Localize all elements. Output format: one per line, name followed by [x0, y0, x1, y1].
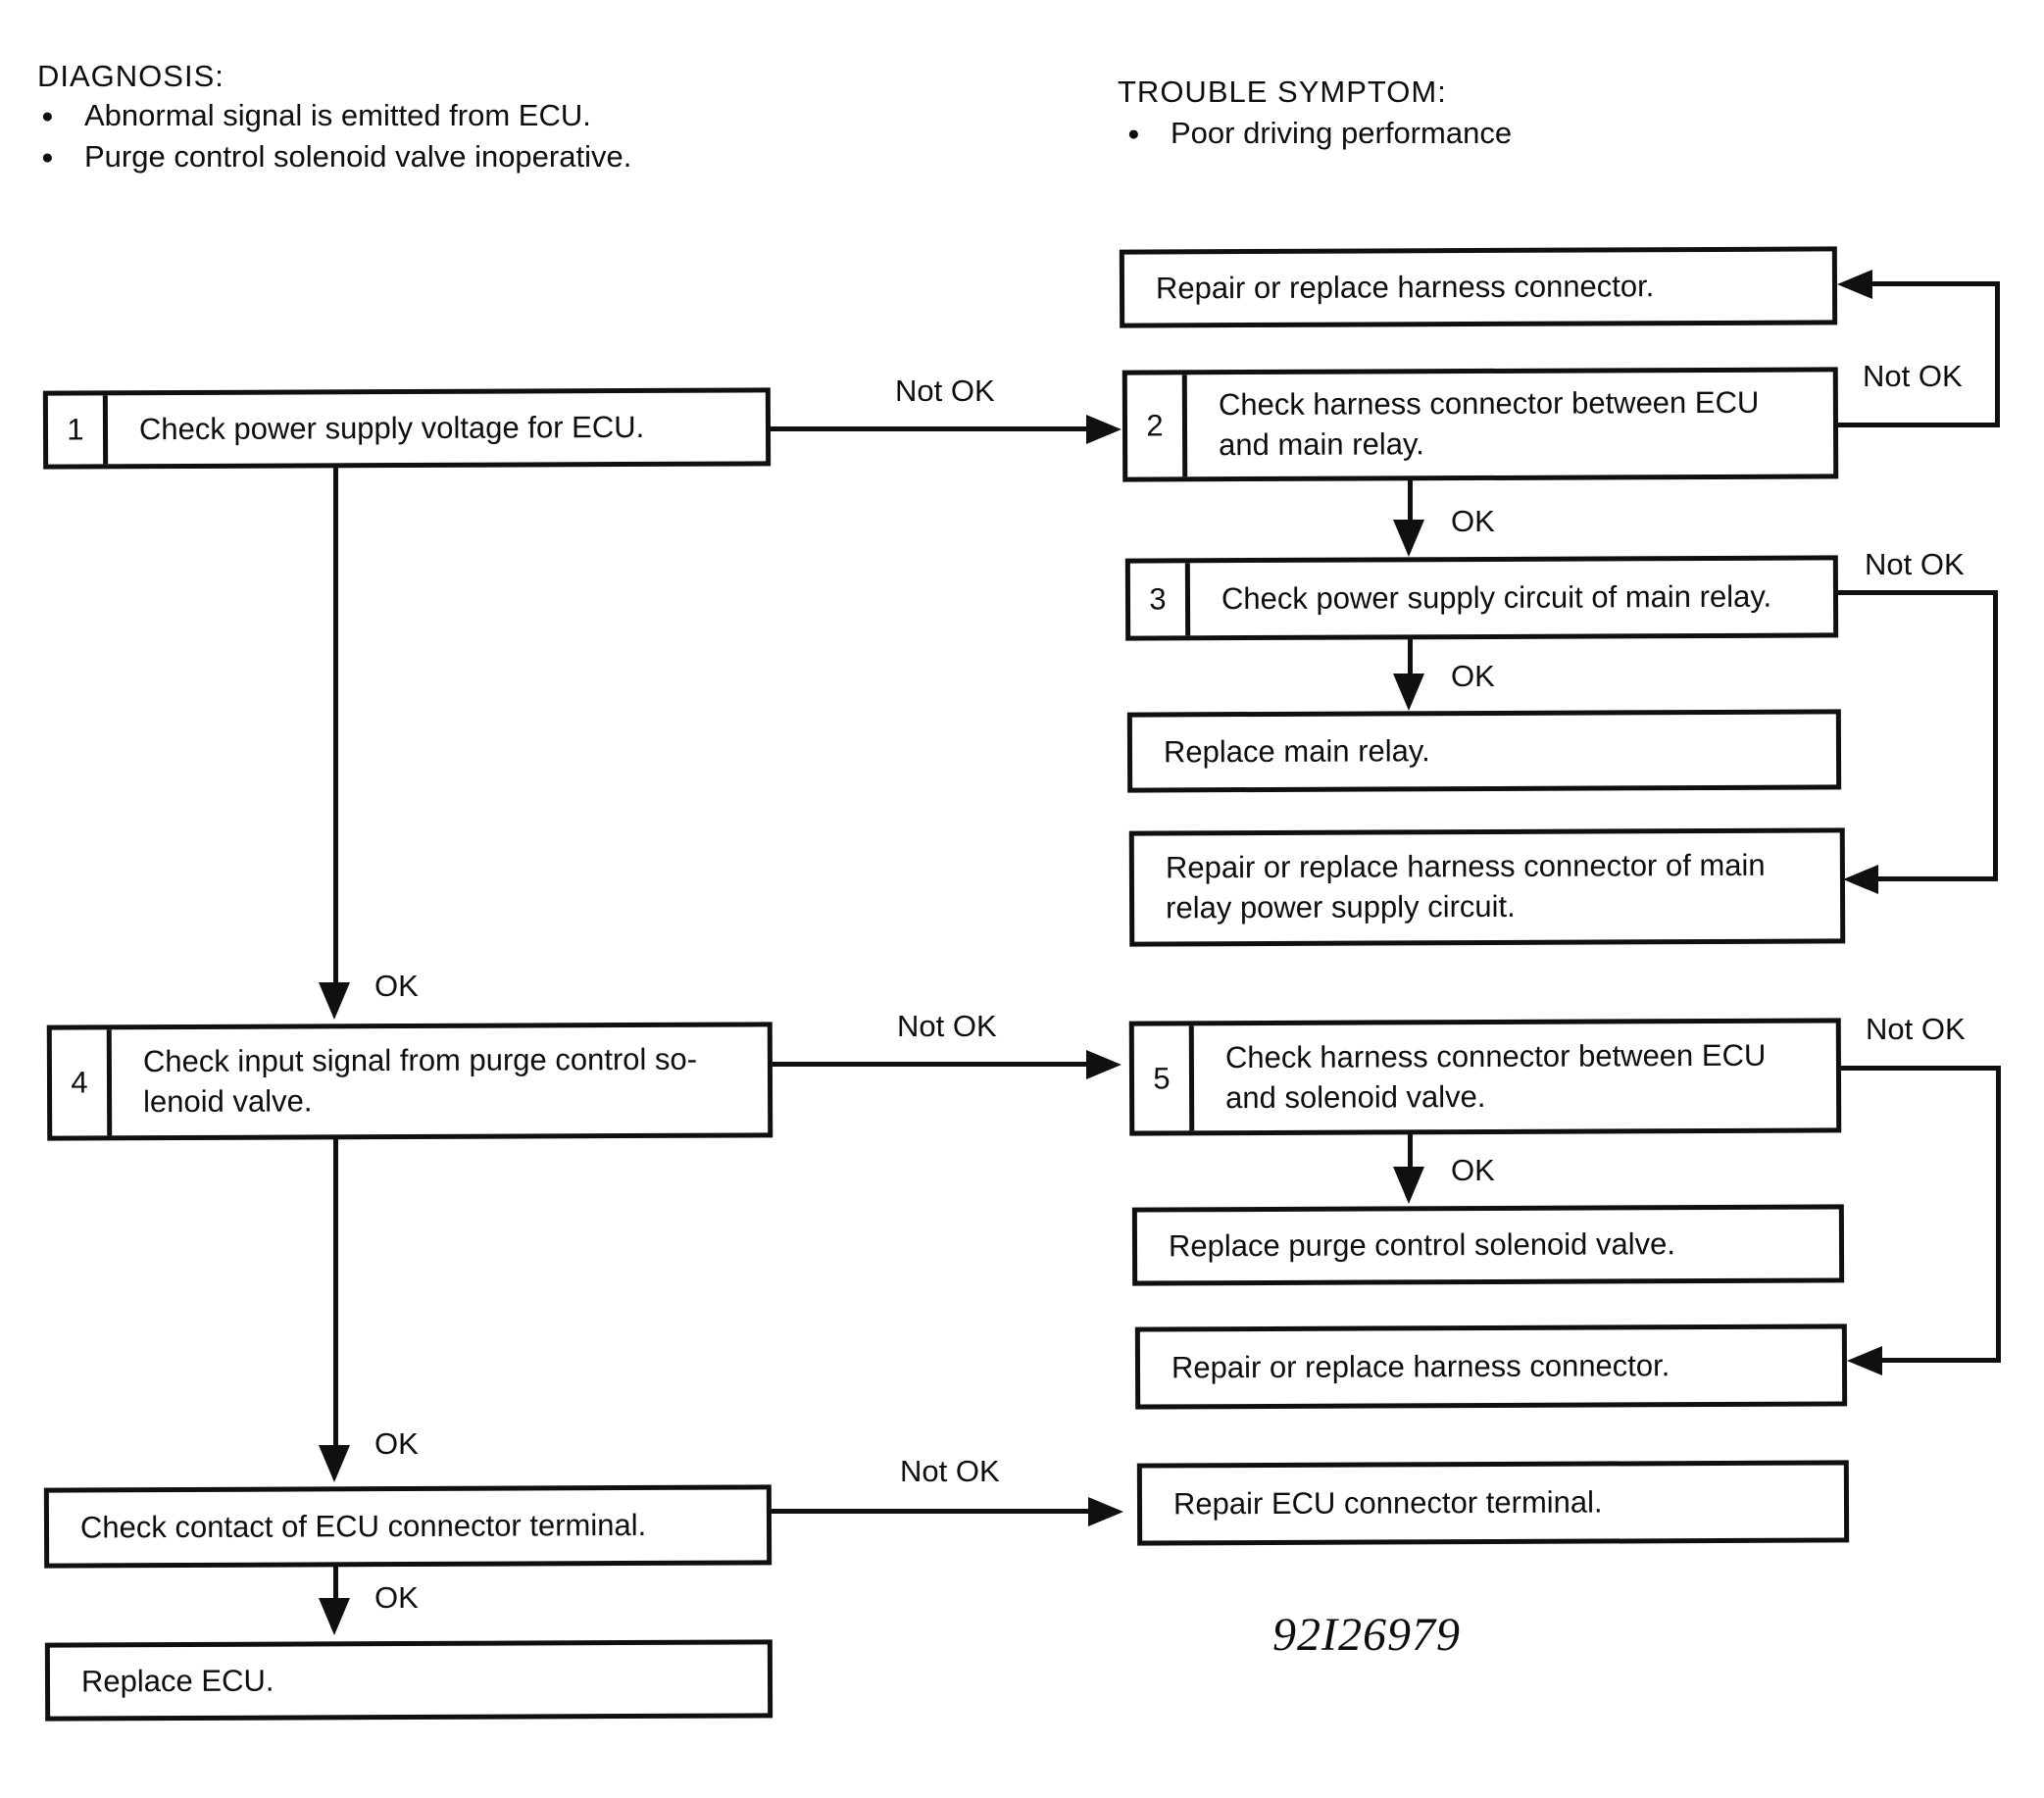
replace-main-relay-box: Replace main relay. [1126, 709, 1842, 793]
step2-repair-arrowhead-icon [1837, 270, 1872, 299]
step4-check-contact-line [333, 1139, 338, 1447]
step5-number: 5 [1133, 1025, 1195, 1131]
bullet-icon [41, 106, 84, 126]
repair-harness-mid-text-cell: Repair or replace harness connector. [1140, 1328, 1842, 1404]
replace-ecu-box: Replace ECU. [44, 1639, 773, 1722]
step3-text-cell: Check power supply circuit of main relay… [1190, 560, 1833, 635]
step3-repair-elbow-down [1993, 590, 1998, 881]
step4-number: 4 [51, 1029, 113, 1136]
bullet-icon [41, 147, 84, 168]
step5-repair-elbow-down [1996, 1066, 2001, 1363]
step1-step4-arrowhead-icon [319, 982, 350, 1020]
check-contact-replace-ecu-line [333, 1567, 338, 1600]
trouble-symptom-item-text: Poor driving performance [1171, 116, 1513, 150]
step5-replace-valve-line [1408, 1134, 1413, 1169]
trouble-symptom-item: Poor driving performance [1127, 116, 1512, 151]
step5-text-cell: Check harness connector between ECU and … [1194, 1023, 1836, 1130]
step2-step3-ok-label: OK [1451, 504, 1495, 538]
step4-step5-arrowhead-icon [1086, 1050, 1122, 1079]
repair-main-relay-circuit-box: Repair or replace harness connector of m… [1128, 827, 1846, 947]
step4-check-contact-ok-label: OK [374, 1426, 419, 1461]
step2-repair-elbow-out [1838, 423, 2000, 427]
trouble-symptom-title: TROUBLE SYMPTOM: [1118, 75, 1447, 109]
check-contact-repair-line [772, 1509, 1090, 1514]
figure-code: 92I26979 [1272, 1609, 1461, 1661]
repair-ecu-terminal-text-cell: Repair ECU connector terminal. [1142, 1465, 1844, 1540]
step1-number: 1 [47, 395, 109, 465]
repair-main-relay-circuit-text-cell: Repair or replace harness connector of m… [1134, 832, 1840, 941]
step5-repair-not-ok-label: Not OK [1866, 1012, 1966, 1046]
step2-number: 2 [1126, 375, 1188, 477]
check-ecu-contact-box: Check contact of ECU connector terminal. [43, 1484, 773, 1569]
step1-step2-not-ok-label: Not OK [895, 374, 995, 408]
repair-ecu-terminal-text: Repair ECU connector terminal. [1172, 1484, 1603, 1521]
step1-step4-ok-label: OK [374, 969, 419, 1003]
repair-harness-mid-text: Repair or replace harness connector. [1171, 1347, 1670, 1384]
replace-main-relay-text-cell: Replace main relay. [1132, 714, 1836, 787]
step5-repair-arrowhead-icon [1847, 1346, 1882, 1375]
step3-repair-elbow-in [1876, 876, 1998, 881]
step1-box: 1 Check power supply voltage for ECU. [42, 387, 772, 470]
step2-repair-elbow-up [1995, 281, 2000, 427]
check-ecu-contact-text-cell: Check contact of ECU connector terminal. [49, 1489, 767, 1563]
step2-box: 2 Check harness connector between ECU an… [1122, 367, 1839, 482]
check-contact-repair-not-ok-label: Not OK [900, 1454, 1000, 1488]
repair-harness-top-text: Repair or replace harness connector. [1155, 268, 1655, 305]
replace-main-relay-text: Replace main relay. [1163, 732, 1430, 769]
replace-purge-valve-text-cell: Replace purge control solenoid valve. [1137, 1209, 1839, 1280]
step4-text: Check input signal from purge control so… [142, 1041, 698, 1120]
step2-text-cell: Check harness connector between ECU and … [1187, 372, 1833, 476]
step3-box: 3 Check power supply circuit of main rel… [1124, 555, 1839, 641]
repair-ecu-terminal-box: Repair ECU connector terminal. [1136, 1460, 1850, 1546]
step2-step3-arrowhead-icon [1393, 520, 1424, 557]
repair-harness-top-text-cell: Repair or replace harness connector. [1124, 251, 1832, 323]
diagnosis-title: DIAGNOSIS: [37, 59, 224, 93]
diagnosis-item-text: Abnormal signal is emitted from ECU. [84, 98, 591, 132]
check-contact-replace-ecu-arrowhead-icon [319, 1598, 350, 1635]
step4-step5-line [773, 1062, 1088, 1067]
step3-replace-relay-line [1408, 639, 1413, 675]
step5-text: Check harness connector between ECU and … [1224, 1037, 1767, 1115]
step5-repair-elbow-in [1880, 1358, 2001, 1363]
step4-text-cell: Check input signal from purge control so… [112, 1026, 768, 1135]
diagnosis-item: Purge control solenoid valve inoperative… [41, 139, 631, 175]
repair-harness-mid-box: Repair or replace harness connector. [1134, 1324, 1848, 1410]
replace-purge-valve-text: Replace purge control solenoid valve. [1168, 1225, 1676, 1263]
step5-box: 5 Check harness connector between ECU an… [1128, 1018, 1842, 1136]
bullet-icon [1127, 124, 1171, 144]
step1-step2-line [771, 426, 1088, 431]
step1-step2-arrowhead-icon [1086, 415, 1122, 444]
step4-step5-not-ok-label: Not OK [897, 1009, 997, 1043]
step3-number: 3 [1129, 563, 1191, 636]
step3-text: Check power supply circuit of main relay… [1221, 578, 1772, 616]
diagnosis-item-text: Purge control solenoid valve inoperative… [84, 139, 632, 174]
step4-box: 4 Check input signal from purge control … [46, 1022, 773, 1141]
step2-text: Check harness connector between ECU and … [1218, 384, 1760, 463]
step3-replace-relay-arrowhead-icon [1393, 674, 1424, 711]
step4-check-contact-arrowhead-icon [319, 1445, 350, 1482]
step2-repair-elbow-in [1872, 281, 2000, 286]
step5-replace-valve-arrowhead-icon [1393, 1167, 1424, 1204]
step2-repair-not-ok-label: Not OK [1863, 359, 1963, 393]
step1-text: Check power supply voltage for ECU. [138, 409, 645, 446]
repair-main-relay-circuit-text: Repair or replace harness connector of m… [1165, 847, 1766, 925]
replace-ecu-text: Replace ECU. [80, 1663, 274, 1699]
check-contact-replace-ecu-ok-label: OK [374, 1580, 419, 1615]
step3-repair-not-ok-label: Not OK [1865, 547, 1965, 581]
step5-repair-elbow-out [1841, 1066, 2001, 1071]
step3-repair-arrowhead-icon [1843, 865, 1878, 894]
step2-step3-line [1408, 480, 1413, 522]
step1-text-cell: Check power supply voltage for ECU. [108, 392, 766, 464]
diagnosis-item: Abnormal signal is emitted from ECU. [41, 98, 591, 133]
repair-harness-top-box: Repair or replace harness connector. [1119, 246, 1838, 328]
step3-replace-relay-ok-label: OK [1451, 659, 1495, 693]
step5-replace-valve-ok-label: OK [1451, 1153, 1495, 1187]
step1-step4-line [333, 468, 338, 985]
replace-ecu-text-cell: Replace ECU. [50, 1644, 768, 1716]
check-ecu-contact-text: Check contact of ECU connector terminal. [79, 1507, 647, 1545]
replace-purge-valve-box: Replace purge control solenoid valve. [1131, 1204, 1845, 1286]
check-contact-repair-arrowhead-icon [1088, 1497, 1123, 1526]
step3-repair-elbow-out [1838, 590, 1998, 595]
